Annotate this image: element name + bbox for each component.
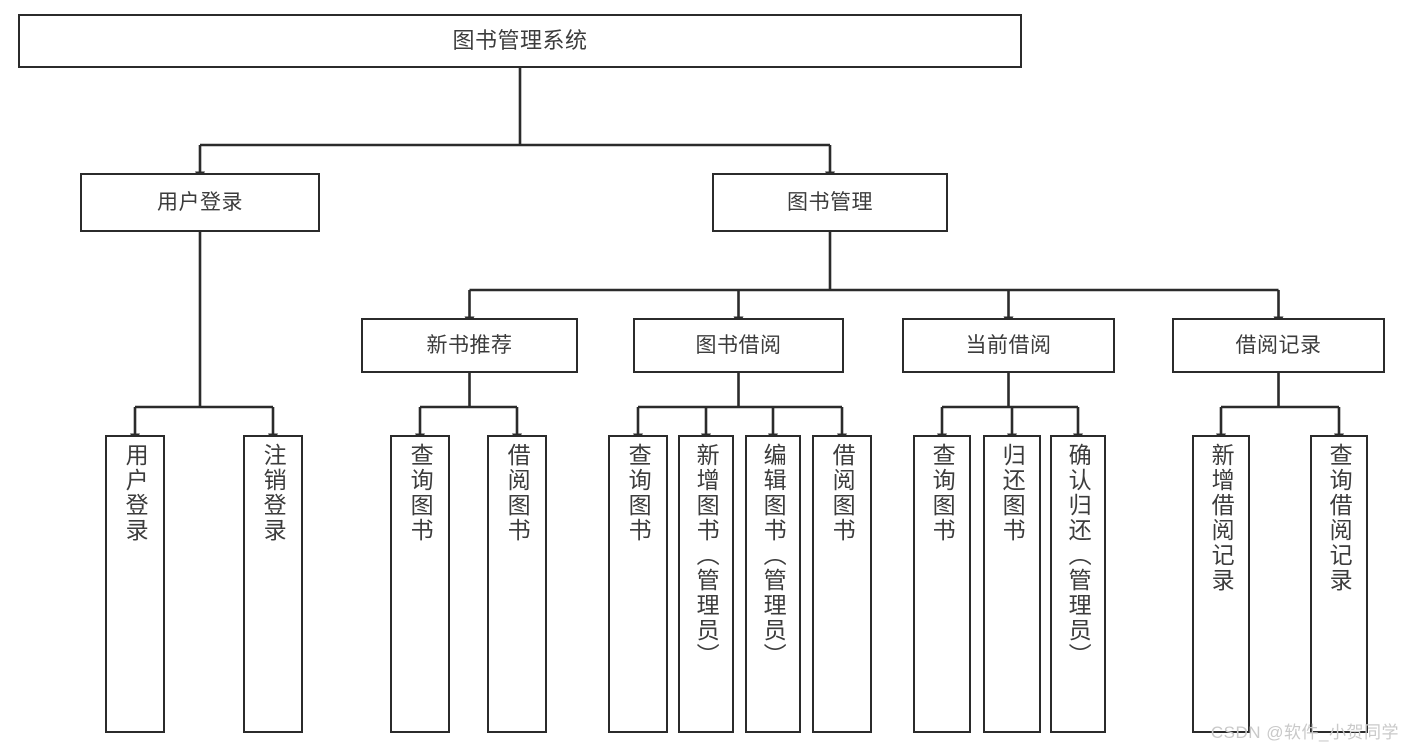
leaf-newbook-borrow-label: 借阅图书 (504, 443, 531, 543)
leaf-newbook-query-label: 查询图书 (407, 443, 434, 543)
leaf-current-return[interactable]: 归还图书 (983, 435, 1041, 733)
node-borrow-records[interactable]: 借阅记录 (1172, 318, 1385, 373)
leaf-newbook-borrow[interactable]: 借阅图书 (487, 435, 547, 733)
leaf-record-query[interactable]: 查询借阅记录 (1310, 435, 1368, 733)
leaf-record-add-label: 新增借阅记录 (1208, 443, 1235, 593)
node-new-book-recommend[interactable]: 新书推荐 (361, 318, 578, 373)
node-current-borrow[interactable]: 当前借阅 (902, 318, 1115, 373)
node-borrow-records-label: 借阅记录 (1235, 333, 1322, 357)
leaf-record-add[interactable]: 新增借阅记录 (1192, 435, 1250, 733)
node-book-management[interactable]: 图书管理 (712, 173, 948, 232)
leaf-borrow-add-book-label: 新增图书（管理员） (693, 443, 720, 668)
leaf-current-query-label: 查询图书 (929, 443, 956, 543)
leaf-current-confirm-return-label: 确认归还（管理员） (1065, 443, 1092, 668)
node-book-management-label: 图书管理 (787, 190, 873, 214)
leaf-user-login[interactable]: 用户登录 (105, 435, 165, 733)
leaf-borrow-add-book[interactable]: 新增图书（管理员） (678, 435, 734, 733)
leaf-borrow-edit-book-label: 编辑图书（管理员） (760, 443, 787, 668)
leaf-user-login-label: 用户登录 (122, 443, 149, 543)
leaf-logout-label: 注销登录 (260, 443, 287, 543)
leaf-borrow-query-label: 查询图书 (625, 443, 652, 543)
node-user-login[interactable]: 用户登录 (80, 173, 320, 232)
node-book-borrow[interactable]: 图书借阅 (633, 318, 844, 373)
leaf-borrow-query[interactable]: 查询图书 (608, 435, 668, 733)
node-current-borrow-label: 当前借阅 (965, 333, 1052, 357)
leaf-borrow-edit-book[interactable]: 编辑图书（管理员） (745, 435, 801, 733)
watermark: CSDN @软件_小贺同学 (1210, 723, 1399, 742)
leaf-borrow-borrow-book-label: 借阅图书 (829, 443, 856, 543)
leaf-current-query[interactable]: 查询图书 (913, 435, 971, 733)
leaf-newbook-query[interactable]: 查询图书 (390, 435, 450, 733)
node-book-borrow-label: 图书借阅 (695, 333, 782, 357)
node-user-login-label: 用户登录 (157, 190, 243, 214)
leaf-borrow-borrow-book[interactable]: 借阅图书 (812, 435, 872, 733)
leaf-current-return-label: 归还图书 (999, 443, 1026, 543)
leaf-logout[interactable]: 注销登录 (243, 435, 303, 733)
node-new-book-recommend-label: 新书推荐 (426, 333, 513, 357)
node-root[interactable]: 图书管理系统 (18, 14, 1022, 68)
leaf-current-confirm-return[interactable]: 确认归还（管理员） (1050, 435, 1106, 733)
node-root-label: 图书管理系统 (452, 27, 588, 53)
leaf-record-query-label: 查询借阅记录 (1326, 443, 1353, 593)
